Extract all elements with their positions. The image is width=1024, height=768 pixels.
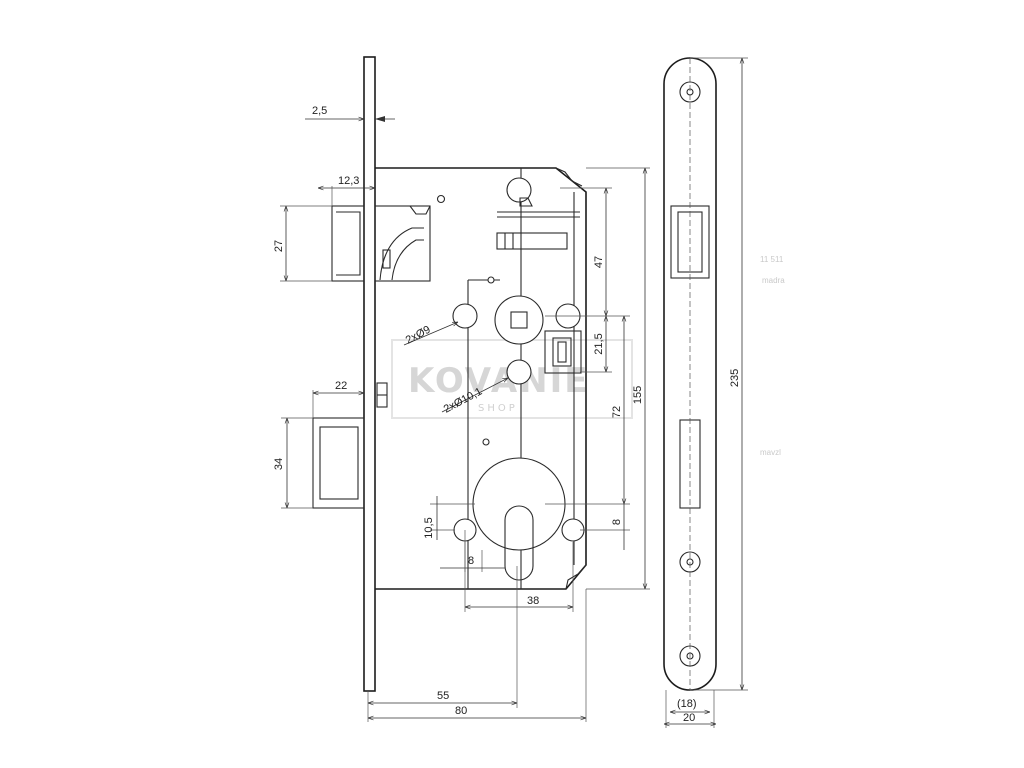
dead-bolt [312,382,388,509]
small-hole-upper [487,276,495,284]
dim-follower-to-hole: 21,5 [593,333,605,354]
cylinder-cutout [504,505,534,581]
dimension-lines: 2,5 12,3 27 22 34 47 21,5 72 [273,57,748,728]
dim-front-width-inner: (18) [677,698,697,710]
small-hole-lower [482,438,490,446]
mid-hole [506,359,532,385]
faceplate [363,56,376,692]
dim-cylinder-hole-offset-v: 10,5 [423,517,435,538]
dim-latch-height: 27 [273,240,285,252]
dim-follower-to-cylinder: 72 [611,406,623,418]
front-view [663,57,717,691]
watermark-brand: KOVANIE [408,361,589,401]
dim-cylinder-hole-offset-h: 8 [468,555,474,567]
upper-mechanism [452,177,582,446]
dim-body-height: 155 [632,386,644,404]
lever-switch [544,330,582,374]
dim-front-width: 20 [683,712,695,724]
dim-top-to-follower: 47 [593,256,605,268]
dim-body-depth: 80 [455,705,467,717]
follower-hub [494,295,544,345]
body-pin-hole [436,194,446,204]
watermark: KOVANIE SHOP [391,339,633,419]
dim-latch-projection: 12,3 [338,175,359,187]
dim-bolt-projection: 22 [335,380,347,392]
screw-hole-left [452,303,478,329]
dim-small-hole-diameter: 2xØ9 [404,324,433,347]
follower-square [510,311,528,329]
faint-note: mavzl [760,448,781,457]
latch-bolt [331,205,431,282]
watermark-sub: SHOP [478,403,518,414]
dim-bolt-height: 34 [273,458,285,470]
top-hole [506,177,532,203]
faint-notes: 11 511 madra mavzl [760,255,785,457]
dim-front-height: 235 [729,369,741,387]
dim-cylinder-hole-spacing: 38 [527,595,539,607]
faint-note: madra [762,276,785,285]
dim-faceplate-thickness: 2,5 [312,105,327,117]
dim-cylinder-center-offset: 8 [611,519,623,525]
faint-note: 11 511 [760,255,784,264]
dim-backset: 55 [437,690,449,702]
